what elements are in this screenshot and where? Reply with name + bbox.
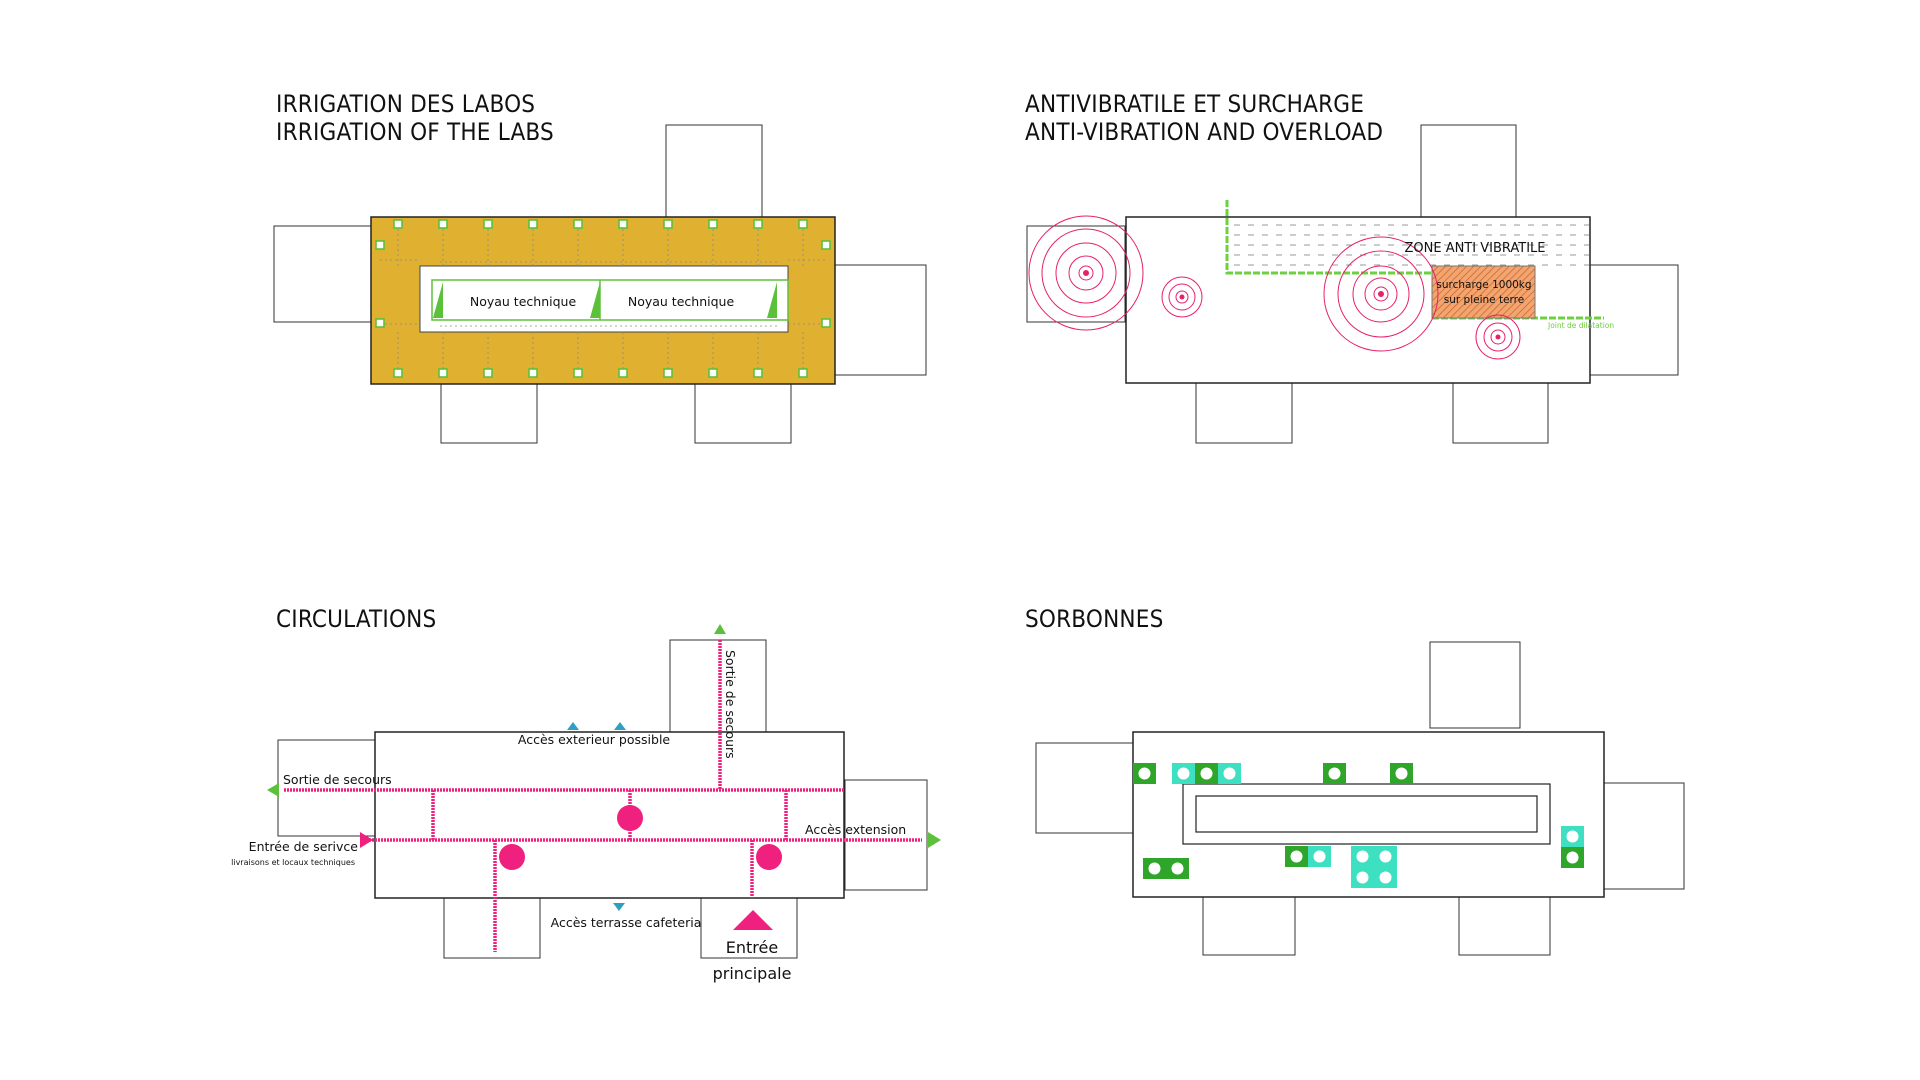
service-entry-arrow (360, 832, 373, 848)
expansion-joint (1225, 200, 1432, 275)
exterior-access-arrow (614, 722, 626, 730)
emergency-exit-top-arrow (714, 624, 726, 634)
service-entry-label: Entrée de serivce (249, 839, 359, 854)
vibration-centers (1083, 270, 1501, 340)
antivibration-panel: ZONE ANTI VIBRATILE surcharge 1000kg sur… (1026, 124, 1679, 444)
service-entry-sub-label: livraisons et locaux techniques (231, 858, 355, 867)
annex-block (1589, 264, 1679, 376)
circulations-title: CIRCULATIONS (276, 605, 437, 633)
annex-block (665, 124, 763, 218)
irrigation-grid-lines (380, 224, 828, 373)
overload-label-2: sur pleine terre (1444, 294, 1524, 306)
main-entry-arrow (733, 910, 773, 930)
main-building (374, 731, 845, 899)
emergency-exit-left-arrow (267, 783, 279, 797)
terrace-access-arrow (613, 903, 625, 911)
annex-block (1603, 782, 1685, 890)
annex-block (694, 383, 792, 444)
overload-label-1: surcharge 1000kg (1436, 279, 1531, 291)
core-shaft-icons (433, 282, 777, 318)
core-band (431, 279, 789, 321)
antivibration-title-en: ANTI-VIBRATION AND OVERLOAD (1025, 118, 1384, 146)
central-core-area (419, 265, 789, 333)
joint-label: Joint de dilatation (1547, 321, 1614, 330)
circulations-panel: Accès exterieur possible Sortie de secou… (231, 624, 941, 983)
irrigation-title-fr: IRRIGATION DES LABOS (276, 90, 536, 118)
annex-block (1035, 742, 1134, 834)
extension-access-label: Accès extension (805, 822, 906, 837)
annex-block (440, 383, 538, 444)
irrigation-panel: Noyau technique Noyau technique (273, 124, 927, 444)
terrace-access-label: Accès terrasse cafeteria (551, 915, 702, 930)
annex-block (443, 897, 541, 959)
annex-block (669, 639, 767, 733)
core-label-1: Noyau technique (470, 294, 577, 309)
irrigation-markers (375, 219, 831, 378)
antivibration-title-fr: ANTIVIBRATILE ET SURCHARGE (1025, 90, 1365, 118)
extension-arrow (928, 832, 941, 848)
annex-block (1195, 382, 1293, 444)
exterior-access-label: Accès exterieur possible (518, 732, 671, 747)
emergency-exit-top-label: Sortie de secours (723, 650, 738, 759)
main-entry-label-2: principale (713, 964, 792, 983)
irrigation-title: IRRIGATION DES LABOS IRRIGATION OF THE L… (276, 90, 554, 146)
anti-vibration-zone (1227, 218, 1589, 273)
sorbonnes-title: SORBONNES (1025, 605, 1164, 633)
antivibration-title: ANTIVIBRATILE ET SURCHARGE ANTI-VIBRATIO… (1025, 90, 1383, 146)
irrigation-title-en: IRRIGATION OF THE LABS (276, 118, 554, 146)
core-label-2: Noyau technique (628, 294, 735, 309)
main-entry-label-1: Entrée (726, 938, 778, 957)
annex-block (1452, 382, 1549, 444)
sorbonnes-panel (1035, 641, 1685, 956)
exterior-access-arrow (567, 722, 579, 730)
overload-zone (1431, 265, 1536, 319)
central-core-inner (1195, 795, 1538, 833)
annex-block (834, 264, 927, 376)
zone-label: ZONE ANTI VIBRATILE (1404, 241, 1545, 256)
emergency-exit-left-label: Sortie de secours (283, 772, 392, 787)
vibration-rings (1028, 215, 1521, 360)
annex-block (1429, 641, 1521, 729)
fume-hood-dots (1138, 767, 1579, 884)
circulation-nodes (499, 805, 782, 870)
annex-block (844, 779, 928, 891)
annex-block (1458, 896, 1551, 956)
annex-block (1202, 896, 1296, 956)
annex-block (277, 739, 376, 837)
annex-block (1420, 124, 1517, 218)
annex-block (273, 225, 373, 323)
annex-block (1026, 225, 1126, 323)
